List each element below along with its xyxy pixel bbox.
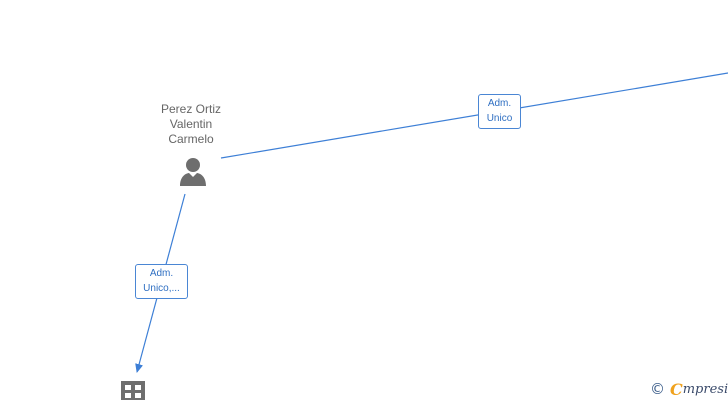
person-name-line-3: Carmelo (168, 132, 214, 146)
brand-first-letter: C (670, 379, 683, 399)
role-label-line-1: Adm. (487, 98, 512, 109)
edge-person-to-company-right (220, 72, 728, 159)
person-name-line-2: Valentin (169, 117, 213, 131)
copyright-symbol: © (650, 380, 665, 398)
role-label-adm-unico[interactable]: Adm. Unico (478, 94, 521, 129)
person-name-line-1: Perez Ortiz (160, 102, 221, 116)
building-grid-icon[interactable] (121, 381, 145, 400)
role-label-line-2: Unico (486, 113, 513, 124)
empresia-watermark: © C mpresia (650, 379, 728, 399)
role-label-line-2: Unico,... (143, 283, 180, 294)
role-label-line-1: Adm. (149, 268, 174, 279)
person-icon[interactable] (178, 157, 208, 187)
brand-rest: mpresia (682, 381, 728, 397)
role-label-adm-unico-more[interactable]: Adm. Unico,... (135, 264, 188, 299)
person-name: Perez Ortiz Valentin Carmelo (141, 102, 241, 147)
